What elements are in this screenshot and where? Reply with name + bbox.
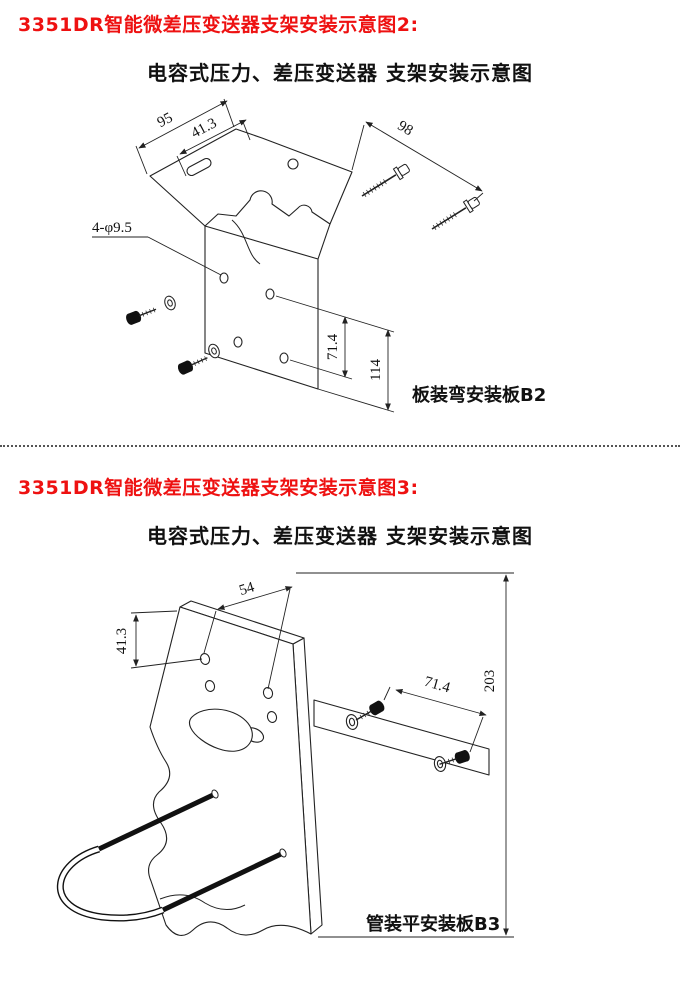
plate-cutout [189, 708, 253, 752]
pipe-clamp-strip [313, 699, 490, 776]
bolts-and-washers [123, 295, 220, 377]
diagram-b3: 54 41.3 203 71.4 管装平安装板B3 [56, 572, 514, 938]
plate-front-face [148, 606, 312, 936]
face-holes [219, 272, 289, 364]
strip-plate [313, 699, 490, 776]
dim-203: 203 [482, 670, 498, 693]
diagram-b2: 95 41.3 98 4-φ9.5 71.4 114 板装弯安装板B2 [92, 98, 546, 413]
dim-95: 95 [155, 110, 176, 131]
washer-ring [164, 295, 176, 311]
dim-hole-callout: 4-φ9.5 [92, 220, 132, 236]
section-divider [0, 445, 680, 447]
dim-71-4-b3: 71.4 [422, 674, 452, 697]
dim-98: 98 [395, 118, 416, 139]
strip-washer-ring [345, 714, 359, 730]
dimensions-b3 [130, 572, 514, 938]
rod-tip [211, 789, 219, 799]
flange-bend-edge [317, 223, 331, 260]
mounting-plate-b3 [148, 600, 323, 936]
dim-114: 114 [368, 359, 384, 381]
section-b3: 3351DR智能微差压变送器支架安装示意图3: 电容式压力、差压变送器 支架安装… [0, 473, 680, 979]
section-b2: 3351DR智能微差压变送器支架安装示意图2: 电容式压力、差压变送器 支架安装… [0, 10, 680, 441]
section-b3-title: 电容式压力、差压变送器 支架安装示意图 [147, 524, 533, 548]
flange-slot [186, 157, 212, 177]
section-b2-title: 电容式压力、差压变送器 支架安装示意图 [147, 61, 533, 85]
dim-41-3-b3: 41.3 [114, 628, 130, 654]
dimensions-b2 [92, 98, 484, 413]
dim-71-4: 71.4 [325, 333, 341, 360]
bracket-b2 [149, 128, 353, 390]
dimension-labels-b3: 54 41.3 203 71.4 [114, 579, 498, 696]
washer-ring [208, 343, 220, 359]
section-b2-heading: 3351DR智能微差压变送器支架安装示意图2: [18, 14, 419, 36]
face-bend-curve [231, 219, 261, 265]
mounting-screws [357, 161, 482, 236]
caption-b3: 管装平安装板B3 [366, 913, 500, 935]
section-b3-heading: 3351DR智能微差压变送器支架安装示意图3: [18, 477, 419, 499]
caption-b2: 板装弯安装板B2 [412, 384, 546, 406]
rod-tip [279, 848, 287, 858]
plate-break-line [159, 894, 246, 910]
bracket-b2-flange [149, 128, 353, 227]
u-bolt-rod [161, 851, 283, 913]
u-bolt-rod [97, 792, 215, 852]
dim-54: 54 [237, 579, 257, 599]
bracket-b2-face [204, 225, 319, 390]
u-bolt [56, 789, 287, 922]
u-bolt-bend-inner [58, 846, 164, 921]
flange-hole [287, 158, 299, 170]
